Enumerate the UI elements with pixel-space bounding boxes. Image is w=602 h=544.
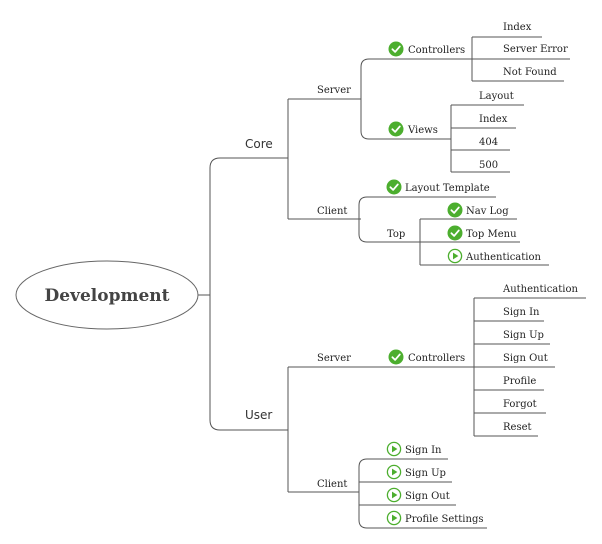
user-client-sign-out-play-icon [386, 487, 402, 503]
core-server-label: Server [317, 85, 351, 96]
top-item-authentication: Authentication [465, 252, 541, 263]
core-label: Core [245, 137, 273, 151]
core-controllers-label: Controllers [408, 45, 465, 56]
authentication-play-icon [447, 248, 463, 264]
user-client-sign-up-play-icon [386, 464, 402, 480]
core-views-item-404: 404 [479, 137, 498, 148]
user-client-item-sign-out: Sign Out [405, 491, 450, 502]
core-views-check-icon [387, 120, 405, 138]
core-controllers-item-server-error: Server Error [503, 44, 568, 55]
user-controllers-item-forgot: Forgot [503, 399, 537, 410]
root-ellipse [15, 260, 199, 330]
user-controllers-check-icon [387, 348, 405, 366]
core-views-item-500: 500 [479, 160, 498, 171]
root-node: Development [15, 260, 199, 330]
core-views-label: Views [407, 125, 438, 136]
layout-template-label: Layout Template [405, 183, 490, 194]
user-label: User [245, 408, 272, 422]
top-item-top-menu: Top Menu [466, 229, 517, 240]
user-controllers-item-sign-up: Sign Up [503, 330, 544, 341]
user-client-item-profile-settings: Profile Settings [405, 514, 483, 525]
core-controllers-item-index: Index [503, 22, 532, 33]
core-controllers-item-not-found: Not Found [503, 67, 557, 78]
user-client-sign-in-play-icon [386, 441, 402, 457]
user-controllers-item-sign-in: Sign In [503, 307, 540, 318]
top-item-nav-log: Nav Log [466, 206, 509, 217]
user-client-item-sign-up: Sign Up [405, 468, 446, 479]
core-controllers-check-icon [387, 40, 405, 58]
user-controllers-item-sign-out: Sign Out [503, 353, 548, 364]
top-menu-check-icon [446, 224, 464, 242]
layout-template-check-icon [385, 178, 403, 196]
user-client-label: Client [317, 479, 347, 490]
user-controllers-item-authentication: Authentication [502, 284, 578, 295]
root-label: Development [45, 286, 170, 306]
user-controllers-item-reset: Reset [503, 422, 532, 433]
user-server-label: Server [317, 353, 351, 364]
user-controllers-item-profile: Profile [503, 376, 536, 387]
core-views-item-layout: Layout [479, 91, 514, 102]
user-controllers-label: Controllers [408, 353, 465, 364]
user-client-item-sign-in: Sign In [405, 445, 442, 456]
connectors [198, 36, 586, 529]
core-views-item-index: Index [479, 114, 508, 125]
core-top-label: Top [387, 229, 405, 240]
core-client-label: Client [317, 206, 347, 217]
user-client-profile-settings-play-icon [386, 510, 402, 526]
nav-log-check-icon [446, 201, 464, 219]
